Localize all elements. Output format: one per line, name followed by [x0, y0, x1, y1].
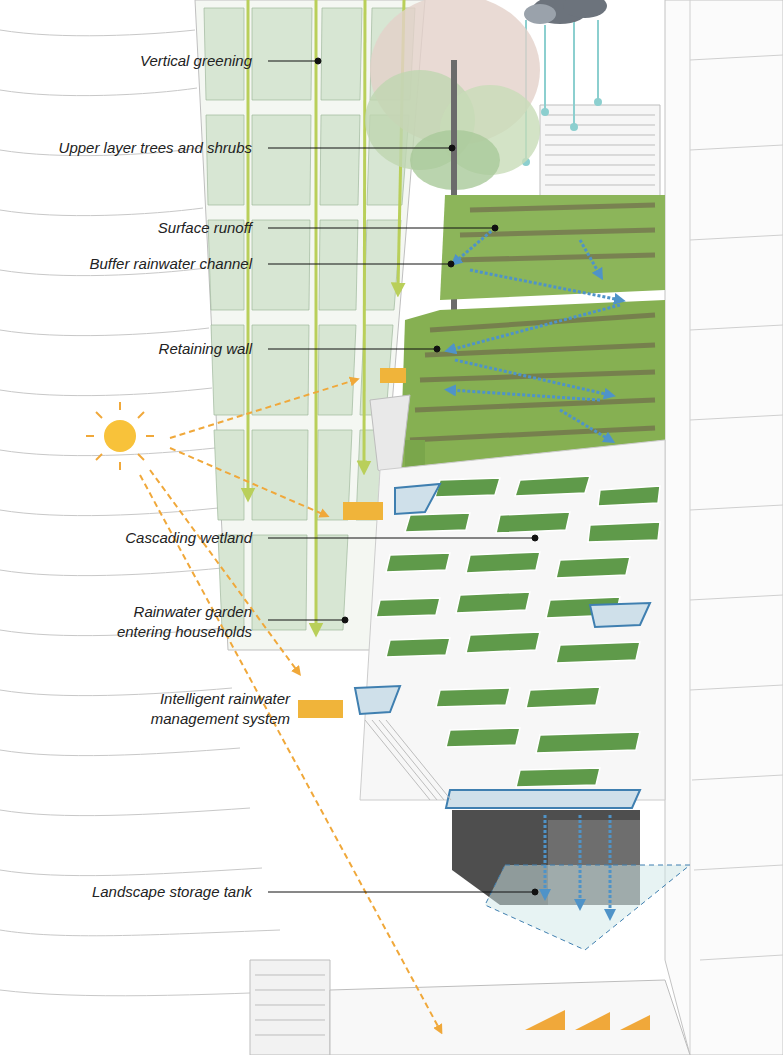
callout-label: Landscape storage tank: [92, 882, 252, 902]
cloud: [524, 0, 607, 24]
callout-label: Buffer rainwater channel: [89, 254, 252, 274]
left-building: [0, 30, 330, 996]
callout-label: Vertical greening: [140, 51, 252, 71]
top-stairs: [540, 105, 660, 200]
callout-label: Surface runoff: [158, 218, 252, 238]
green-slopes: [400, 195, 665, 470]
callout-label: Cascading wetland: [125, 528, 252, 548]
runoff-arrows: [450, 228, 620, 440]
rainwater-system-boxes: [298, 368, 406, 718]
bottom-stairs: [250, 960, 690, 1055]
callout-label: Intelligent rainwater management system: [120, 689, 290, 729]
sun: [86, 402, 154, 470]
sun-arrows-end: [525, 1010, 650, 1030]
callout-label: Retaining wall: [159, 339, 252, 359]
right-building: [665, 0, 783, 1055]
callout-label: Upper layer trees and shrubs: [59, 138, 252, 158]
callout-label: Rainwater garden entering households: [94, 602, 252, 642]
leader-lines: [268, 58, 538, 895]
cascading-wetland: [355, 440, 665, 808]
storage-tank: [452, 810, 690, 950]
